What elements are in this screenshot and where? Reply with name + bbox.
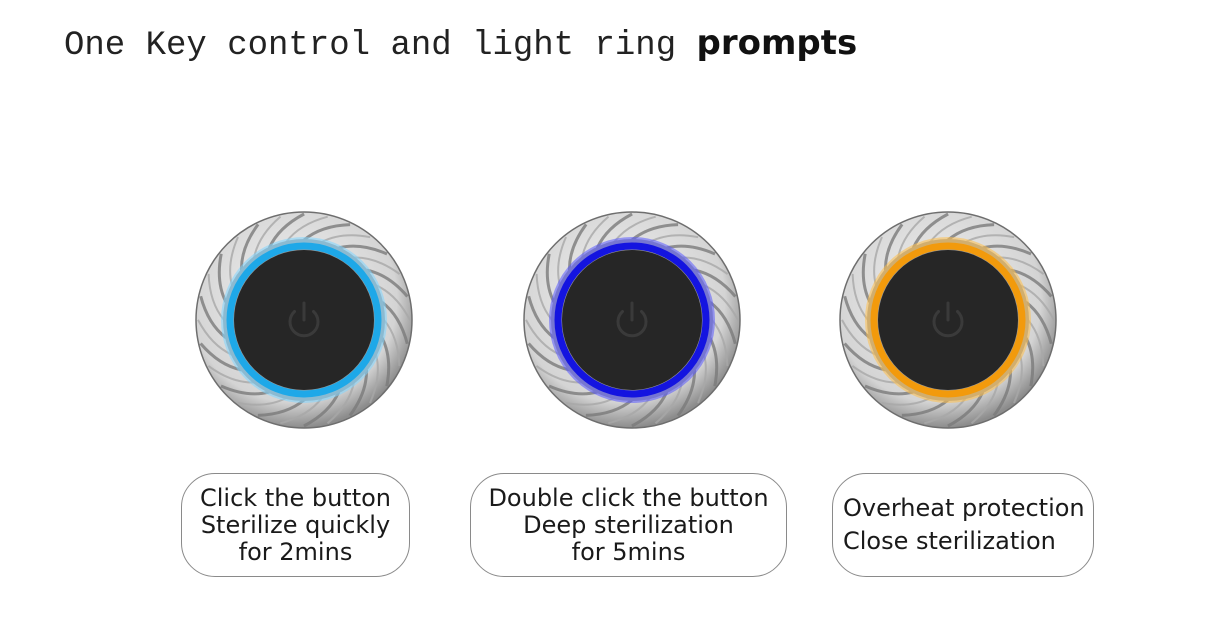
title-plain: One Key control and light ring xyxy=(64,27,697,65)
mode-caption-overheat: Overheat protection Close sterilization xyxy=(832,473,1094,577)
power-icon xyxy=(288,301,320,338)
button-graphic xyxy=(839,211,1057,429)
caption-line: Sterilize quickly xyxy=(200,510,391,539)
ring-glow xyxy=(549,237,715,403)
mode-caption-click: Click the button Sterilize quickly for 2… xyxy=(181,473,410,577)
caption-line: Close sterilization xyxy=(843,527,1056,555)
caption-line: Overheat protection xyxy=(843,494,1085,522)
mode-caption-double-click: Double click the button Deep sterilizati… xyxy=(470,473,787,577)
power-icon xyxy=(616,301,648,338)
caption-line: Deep sterilization xyxy=(523,510,734,539)
one-key-button-click xyxy=(194,210,414,430)
one-key-button-double-click xyxy=(522,210,742,430)
caption-line: Click the button xyxy=(200,483,391,512)
light-ring xyxy=(226,242,382,398)
ring-glow xyxy=(221,237,387,403)
caption-line: for 5mins xyxy=(571,537,686,566)
ring-glow xyxy=(865,237,1031,403)
light-ring xyxy=(554,242,710,398)
page-title: One Key control and light ring prompts xyxy=(64,18,857,71)
light-ring xyxy=(870,242,1026,398)
button-graphic xyxy=(195,211,413,429)
button-graphic xyxy=(523,211,741,429)
power-icon xyxy=(932,301,964,338)
one-key-button-overheat xyxy=(838,210,1058,430)
title-bold: prompts xyxy=(696,23,858,63)
caption-line: for 2mins xyxy=(238,537,353,566)
caption-line: Double click the button xyxy=(488,483,769,512)
